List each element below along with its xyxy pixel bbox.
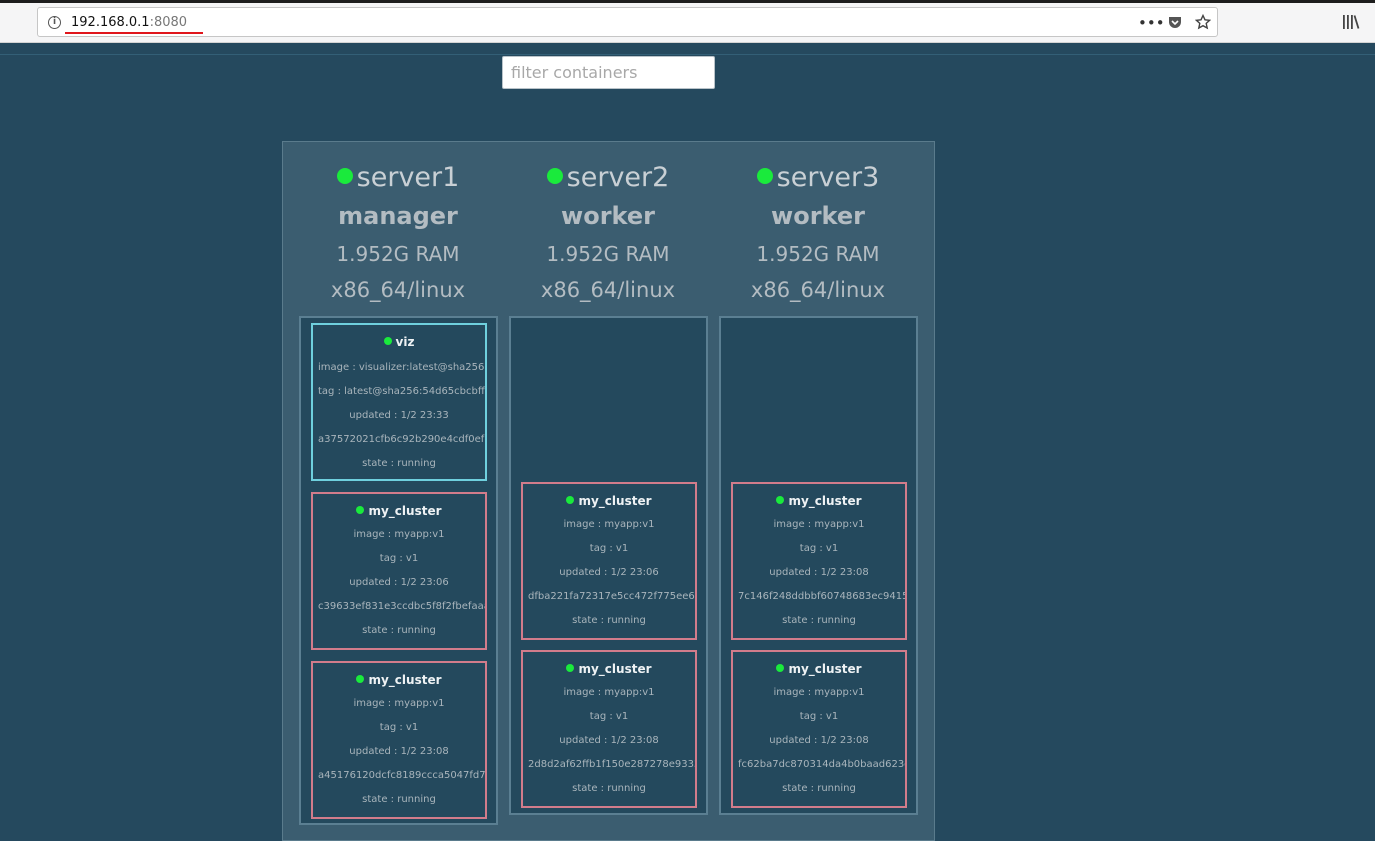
info-icon[interactable]: i: [48, 16, 61, 29]
task-name: my_cluster: [788, 662, 862, 676]
node-arch: x86_64/linux: [330, 278, 466, 302]
task-id: fc62ba7dc870314da4b0baad623d9: [738, 759, 907, 770]
address-bar[interactable]: i 192.168.0.1:8080 •••: [37, 7, 1218, 37]
task-image: image : myapp:v1: [353, 698, 445, 709]
task-list-server3: my_cluster image : myapp:v1 tag : v1 upd…: [719, 316, 918, 815]
node-arch: x86_64/linux: [540, 278, 676, 302]
task-image: image : myapp:v1: [353, 529, 445, 540]
task-list-server2: my_cluster image : myapp:v1 tag : v1 upd…: [509, 316, 708, 815]
task-card[interactable]: my_cluster image : myapp:v1 tag : v1 upd…: [311, 661, 487, 819]
status-dot-icon: [383, 337, 392, 345]
task-updated: updated : 1/2 23:08: [769, 735, 869, 746]
node-ram: 1.952G RAM: [546, 242, 670, 266]
filter-containers-input[interactable]: [502, 56, 715, 89]
task-tag: tag : v1: [799, 543, 839, 554]
task-name: my_cluster: [578, 662, 652, 676]
task-list-server1: viz image : visualizer:latest@sha256:5 t…: [299, 316, 498, 825]
task-updated: updated : 1/2 23:08: [769, 567, 869, 578]
task-state: state : running: [572, 615, 646, 626]
task-image: image : myapp:v1: [773, 519, 865, 530]
status-dot-icon: [756, 168, 773, 184]
node-ram: 1.952G RAM: [756, 242, 880, 266]
task-tag: tag : v1: [799, 711, 839, 722]
task-id: 7c146f248ddbbf60748683ec941504: [738, 591, 907, 602]
task-name: my_cluster: [368, 504, 442, 518]
task-tag: tag : v1: [379, 553, 419, 564]
status-dot-icon: [546, 168, 563, 184]
node-ram: 1.952G RAM: [336, 242, 460, 266]
task-updated: updated : 1/2 23:06: [349, 577, 449, 588]
task-id: c39633ef831e3ccdbc5f8f2fbefaaae: [318, 601, 487, 612]
task-tag: tag : v1: [589, 711, 629, 722]
task-updated: updated : 1/2 23:33: [349, 410, 449, 421]
bookmark-star-icon[interactable]: [1194, 13, 1212, 32]
url-text[interactable]: 192.168.0.1:8080: [71, 15, 187, 30]
task-updated: updated : 1/2 23:08: [349, 746, 449, 757]
pocket-icon[interactable]: [1166, 14, 1184, 32]
task-tag: tag : v1: [589, 543, 629, 554]
url-host: 192.168.0.1: [71, 15, 150, 30]
task-image: image : myapp:v1: [563, 519, 655, 530]
task-tag: tag : v1: [379, 722, 419, 733]
task-name: my_cluster: [788, 494, 862, 508]
page-divider: [0, 54, 1375, 55]
task-image: image : myapp:v1: [563, 687, 655, 698]
page-actions-icon[interactable]: •••: [1138, 14, 1165, 32]
window-top-edge: [0, 0, 1375, 3]
task-card[interactable]: my_cluster image : myapp:v1 tag : v1 upd…: [731, 650, 907, 808]
task-card[interactable]: viz image : visualizer:latest@sha256:5 t…: [311, 323, 487, 481]
url-underline: [65, 32, 203, 34]
node-role: manager: [338, 202, 458, 230]
task-id: dfba221fa72317e5cc472f775ee6ff1: [528, 591, 697, 602]
task-id: 2d8d2af62ffb1f150e287278e93334: [528, 759, 697, 770]
task-state: state : running: [362, 625, 436, 636]
task-state: state : running: [362, 794, 436, 805]
status-dot-icon: [776, 664, 785, 672]
task-tag: tag : latest@sha256:54d65cbcbff52: [318, 386, 487, 397]
cluster-panel: server1 manager 1.952G RAM x86_64/linux …: [282, 141, 935, 841]
node-role: worker: [771, 202, 865, 230]
task-id: a45176120dcfc8189ccca5047fd7be: [318, 770, 487, 781]
task-name: my_cluster: [578, 494, 652, 508]
task-state: state : running: [782, 783, 856, 794]
library-icon[interactable]: [1342, 14, 1360, 32]
task-updated: updated : 1/2 23:06: [559, 567, 659, 578]
node-name: server2: [566, 162, 670, 193]
node-name: server1: [356, 162, 460, 193]
node-arch: x86_64/linux: [750, 278, 886, 302]
status-dot-icon: [566, 496, 575, 504]
task-image: image : visualizer:latest@sha256:5: [318, 362, 487, 373]
status-dot-icon: [776, 496, 785, 504]
task-id: a37572021cfb6c92b290e4cdf0efcfe: [318, 434, 487, 445]
task-card[interactable]: my_cluster image : myapp:v1 tag : v1 upd…: [521, 650, 697, 808]
task-card[interactable]: my_cluster image : myapp:v1 tag : v1 upd…: [311, 492, 487, 650]
task-name: my_cluster: [368, 673, 442, 687]
browser-toolbar: i 192.168.0.1:8080 •••: [0, 3, 1375, 43]
status-dot-icon: [356, 675, 365, 683]
status-dot-icon: [356, 506, 365, 514]
task-state: state : running: [362, 458, 436, 469]
task-state: state : running: [782, 615, 856, 626]
node-role: worker: [561, 202, 655, 230]
node-name: server3: [776, 162, 880, 193]
task-card[interactable]: my_cluster image : myapp:v1 tag : v1 upd…: [731, 482, 907, 640]
status-dot-icon: [336, 168, 353, 184]
url-port: :8080: [149, 15, 188, 30]
task-name: viz: [395, 335, 415, 349]
task-state: state : running: [572, 783, 646, 794]
status-dot-icon: [566, 664, 575, 672]
task-image: image : myapp:v1: [773, 687, 865, 698]
task-card[interactable]: my_cluster image : myapp:v1 tag : v1 upd…: [521, 482, 697, 640]
task-updated: updated : 1/2 23:08: [559, 735, 659, 746]
